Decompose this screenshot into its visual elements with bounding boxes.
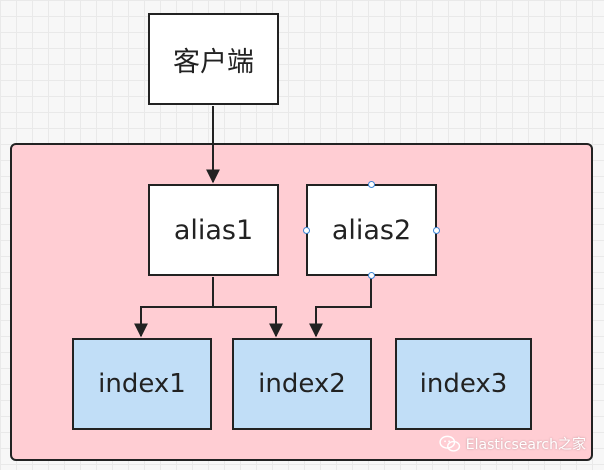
alias2-left-handle[interactable]	[303, 227, 310, 234]
alias2-right-handle[interactable]	[433, 227, 440, 234]
alias2-top-handle[interactable]	[368, 181, 375, 188]
alias2-node[interactable]: alias2	[306, 184, 437, 276]
index1-label: index1	[98, 369, 186, 399]
index1-node[interactable]: index1	[72, 338, 212, 430]
index3-node[interactable]: index3	[395, 338, 532, 430]
watermark-text: Elasticsearch之家	[465, 437, 586, 453]
index2-label: index2	[258, 369, 346, 399]
alias1-label: alias1	[173, 214, 254, 246]
alias2-label: alias2	[331, 214, 412, 246]
watermark: Elasticsearch之家	[439, 434, 586, 454]
index2-node[interactable]: index2	[232, 338, 372, 430]
alias1-node[interactable]: alias1	[148, 184, 279, 276]
alias2-bottom-handle[interactable]	[368, 272, 375, 279]
wechat-icon	[439, 435, 460, 452]
client-label: 客户端	[173, 46, 254, 78]
index3-label: index3	[419, 369, 508, 399]
client-node[interactable]: 客户端	[148, 13, 279, 105]
